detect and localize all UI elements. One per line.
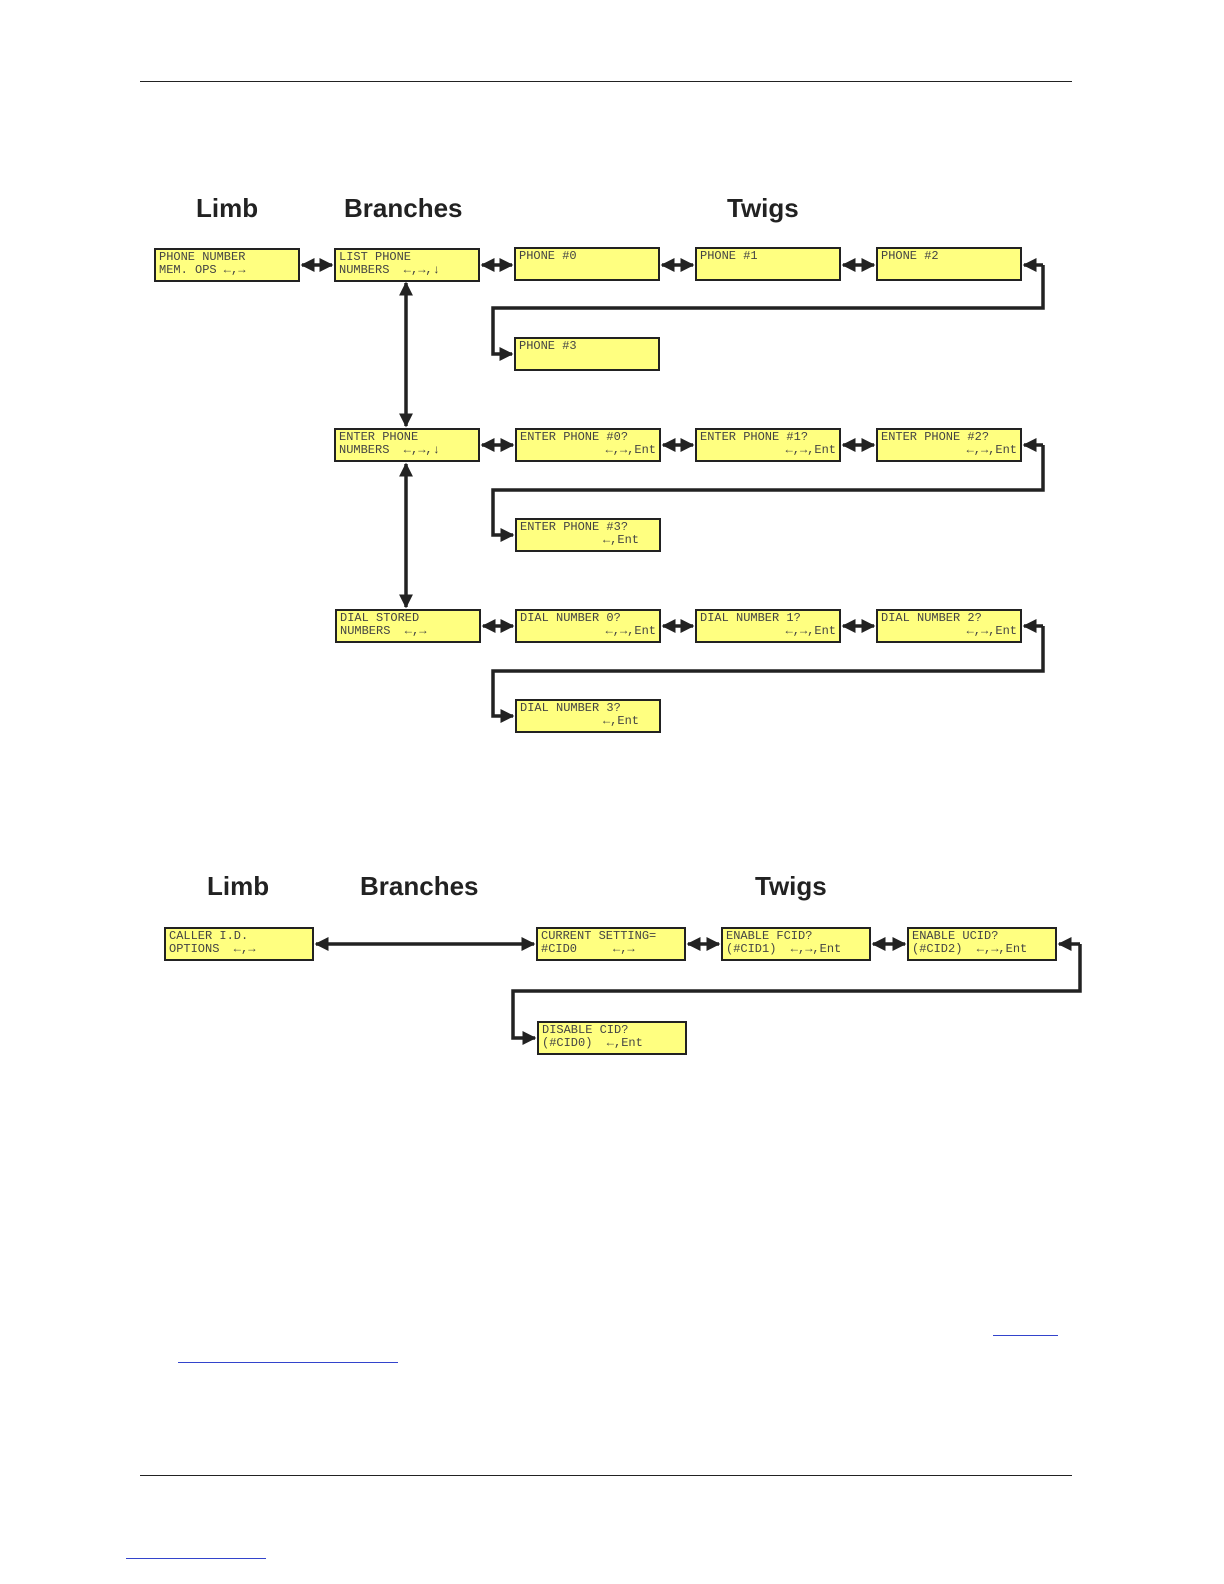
lcd-line-2: #CID0 ←,→ [541, 942, 635, 956]
lcd-line-1: PHONE NUMBER [159, 250, 246, 264]
lcd-current-setting: CURRENT SETTING=#CID0 ←,→ [536, 927, 686, 961]
footer-rule [140, 1475, 1072, 1476]
lcd-line-1: ENABLE UCID? [912, 929, 999, 943]
lcd-line-2: ←,Ent [602, 714, 639, 728]
lcd-line-2: ←,→,Ent [966, 624, 1017, 638]
loop-dial2-dial3 [491, 626, 1045, 723]
lcd-line-1: DIAL NUMBER 1? [700, 611, 801, 625]
heading-twigs: Twigs [727, 193, 799, 223]
lcd-line-1: ENABLE FCID? [726, 929, 813, 943]
lcd-phone-2: PHONE #2 [876, 247, 1022, 281]
lcd-line-1: ENTER PHONE [339, 430, 419, 444]
lcd-line-2: MEM. OPS ←,→ [159, 263, 246, 277]
heading-branches-2: Branches [360, 871, 479, 901]
link-underline[interactable] [126, 1558, 266, 1559]
loop-phone2-phone3 [491, 265, 1045, 361]
lcd-dial-number-3: DIAL NUMBER 3?←,Ent [515, 699, 661, 733]
lcd-disable-cid: DISABLE CID?(#CID0) ←,Ent [537, 1021, 687, 1055]
lcd-dial-number-0: DIAL NUMBER 0?←,→,Ent [515, 609, 661, 643]
lcd-enable-fcid: ENABLE FCID?(#CID1) ←,→,Ent [721, 927, 871, 961]
lcd-line-1: ENTER PHONE #0? [520, 430, 629, 444]
loop-ucid-disable [511, 944, 1082, 1045]
lcd-enter-phone-2: ENTER PHONE #2?←,→,Ent [876, 428, 1022, 462]
lcd-phone-1: PHONE #1 [695, 247, 841, 281]
lcd-line-1: PHONE #0 [519, 249, 577, 263]
lcd-line-2: ←,→,Ent [785, 443, 836, 457]
lcd-line-1: DISABLE CID? [542, 1023, 629, 1037]
lcd-line-2: ←,→,Ent [966, 443, 1017, 457]
lcd-dial-number-1: DIAL NUMBER 1?←,→,Ent [695, 609, 841, 643]
lcd-phone-3: PHONE #3 [514, 337, 660, 371]
lcd-line-1: ENTER PHONE #1? [700, 430, 809, 444]
lcd-line-2: OPTIONS ←,→ [169, 942, 256, 956]
lcd-line-1: PHONE #2 [881, 249, 939, 263]
link-underline[interactable] [993, 1335, 1058, 1336]
lcd-enable-ucid: ENABLE UCID?(#CID2) ←,→,Ent [907, 927, 1057, 961]
lcd-line-1: DIAL NUMBER 3? [520, 701, 621, 715]
loop-enter2-enter3 [491, 445, 1045, 542]
lcd-line-2: NUMBERS ←,→,↓ [339, 263, 440, 277]
lcd-enter-phone-0: ENTER PHONE #0?←,→,Ent [515, 428, 661, 462]
lcd-line-1: PHONE #1 [700, 249, 758, 263]
lcd-line-1: CALLER I.D. [169, 929, 249, 943]
lcd-line-1: ENTER PHONE #2? [881, 430, 990, 444]
heading-limb-2: Limb [207, 871, 270, 901]
lcd-dial-number-2: DIAL NUMBER 2?←,→,Ent [876, 609, 1022, 643]
heading-limb: Limb [196, 193, 259, 223]
lcd-line-2: (#CID2) ←,→,Ent [912, 942, 1028, 956]
lcd-line-1: DIAL NUMBER 0? [520, 611, 621, 625]
lcd-line-2: ←,→,Ent [605, 443, 656, 457]
lcd-line-1: DIAL STORED [340, 611, 420, 625]
header-rule [140, 81, 1072, 82]
lcd-line-1: LIST PHONE [339, 250, 412, 264]
lcd-line-2: ←,→,Ent [605, 624, 656, 638]
lcd-line-2: NUMBERS ←,→ [340, 624, 427, 638]
lcd-line-2: (#CID0) ←,Ent [542, 1036, 643, 1050]
heading-branches: Branches [344, 193, 463, 223]
lcd-phone-0: PHONE #0 [514, 247, 660, 281]
heading-twigs-2: Twigs [755, 871, 827, 901]
lcd-enter-phone-1: ENTER PHONE #1?←,→,Ent [695, 428, 841, 462]
lcd-line-1: CURRENT SETTING= [541, 929, 657, 943]
lcd-enter-phone-3: ENTER PHONE #3?←,Ent [515, 518, 661, 552]
lcd-line-2: (#CID1) ←,→,Ent [726, 942, 842, 956]
link-underline[interactable] [178, 1362, 398, 1363]
lcd-line-2: NUMBERS ←,→,↓ [339, 443, 440, 457]
lcd-line-1: ENTER PHONE #3? [520, 520, 629, 534]
lcd-caller-id-options: CALLER I.D.OPTIONS ←,→ [164, 927, 314, 961]
lcd-line-2: ←,Ent [602, 533, 639, 547]
lcd-line-1: PHONE #3 [519, 339, 577, 353]
lcd-line-1: DIAL NUMBER 2? [881, 611, 982, 625]
lcd-line-2: ←,→,Ent [785, 624, 836, 638]
